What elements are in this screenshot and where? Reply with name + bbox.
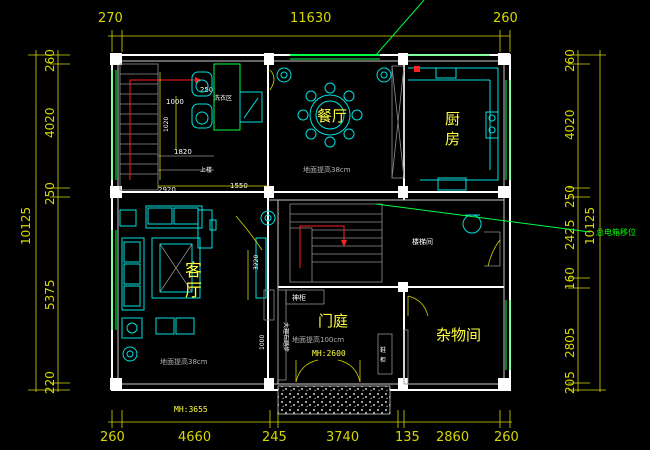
right-dimension-chain: 260 4020 250 10125 2425 160 2805 205 — [563, 49, 606, 394]
right-dim-4: 2425 — [563, 219, 577, 250]
stair-up-label: 上楼 — [200, 166, 212, 174]
left-dim-1: 260 — [43, 49, 57, 72]
dim-1000: 1000 — [166, 98, 184, 106]
annotations: MH:3655 总电箱移位 — [174, 0, 636, 414]
bottom-dim-4: 3740 — [326, 430, 359, 445]
left-dim-3: 250 — [43, 182, 57, 205]
foyer-floor-note: 地面提高100cm — [292, 335, 344, 344]
bottom-dim-6: 2860 — [436, 430, 469, 445]
foyer-label: 门庭 — [318, 312, 348, 330]
top-dim-2: 11630 — [290, 11, 331, 26]
dim-1020: 1020 — [163, 117, 170, 132]
elec-box-note: 总电箱移位 — [596, 227, 636, 237]
living-label-2: 厅 — [185, 281, 202, 301]
right-dim-6: 2805 — [563, 327, 577, 358]
stairs-label: 楼梯间 — [412, 237, 433, 246]
mh-foyer: MH:2600 — [312, 349, 346, 358]
right-dim-1: 260 — [563, 49, 577, 72]
right-dim-7: 205 — [563, 371, 577, 394]
bottom-dim-7: 260 — [494, 430, 519, 445]
bottom-dim-1: 260 — [100, 430, 125, 445]
bottom-dimension-chain: 260 4660 245 3740 135 2860 260 — [100, 410, 519, 445]
right-dim-5: 160 — [563, 267, 577, 290]
dim-3220: 3220 — [253, 255, 260, 270]
kitchen-label-2: 房 — [445, 130, 460, 148]
storage-room: 杂物间 — [403, 295, 481, 385]
washroom-label: 洗衣区 — [214, 94, 232, 102]
right-dim-3: 250 — [563, 185, 577, 208]
dining-floor-note: 地面提高38cm — [303, 165, 351, 174]
left-dim-total: 10125 — [19, 207, 33, 245]
right-dim-2: 4020 — [563, 109, 577, 140]
washroom-fixtures: 洗衣区 — [191, 63, 263, 131]
left-dim-4: 5375 — [43, 279, 57, 310]
vertical-step-text: 大理石踏步 — [282, 322, 290, 352]
bottom-dim-2: 4660 — [178, 430, 211, 445]
shoe-label-1: 鞋 — [380, 346, 386, 354]
bottom-dim-3: 245 — [262, 430, 287, 445]
kitchen: 厨 房 厨房 — [408, 66, 499, 191]
bottom-dim-5: 135 — [395, 430, 420, 445]
left-dim-2: 4020 — [43, 107, 57, 138]
kitchen-label-1: 厨 — [445, 110, 460, 128]
living-label-1: 客 — [185, 261, 202, 281]
top-dim-1: 270 — [98, 11, 123, 26]
right-dim-total: 10125 — [583, 207, 597, 245]
dining-room: 餐厅 地面提高38cm — [269, 65, 405, 179]
dim-1820: 1820 — [174, 148, 192, 156]
dim-2920: 2920 — [158, 186, 176, 194]
central-stairwell: 楼梯间 — [289, 203, 501, 283]
living-room: 客 厅 客厅 地面提高38cm 3220 — [119, 205, 276, 366]
dim-1000-b: 1000 — [259, 335, 266, 350]
storage-label: 杂物间 — [436, 326, 481, 344]
top-dim-3: 260 — [493, 11, 518, 26]
living-floor-note: 地面提高38cm — [160, 357, 208, 366]
shrine-label: 神柜 — [292, 293, 306, 302]
left-dimension-chain: 260 4020 250 10125 5375 220 — [19, 49, 70, 394]
left-dim-5: 220 — [43, 371, 57, 394]
dining-label: 餐厅 — [317, 107, 347, 125]
foyer: 神柜 门庭 地面提高100cm MH:2600 鞋 柜 鞋柜 大理石踏步 100… — [259, 289, 393, 415]
shoe-label-2: 柜 — [380, 356, 386, 364]
mh-left: MH:3655 — [174, 405, 208, 414]
top-dimension-chain: 270 11630 260 — [98, 11, 518, 52]
